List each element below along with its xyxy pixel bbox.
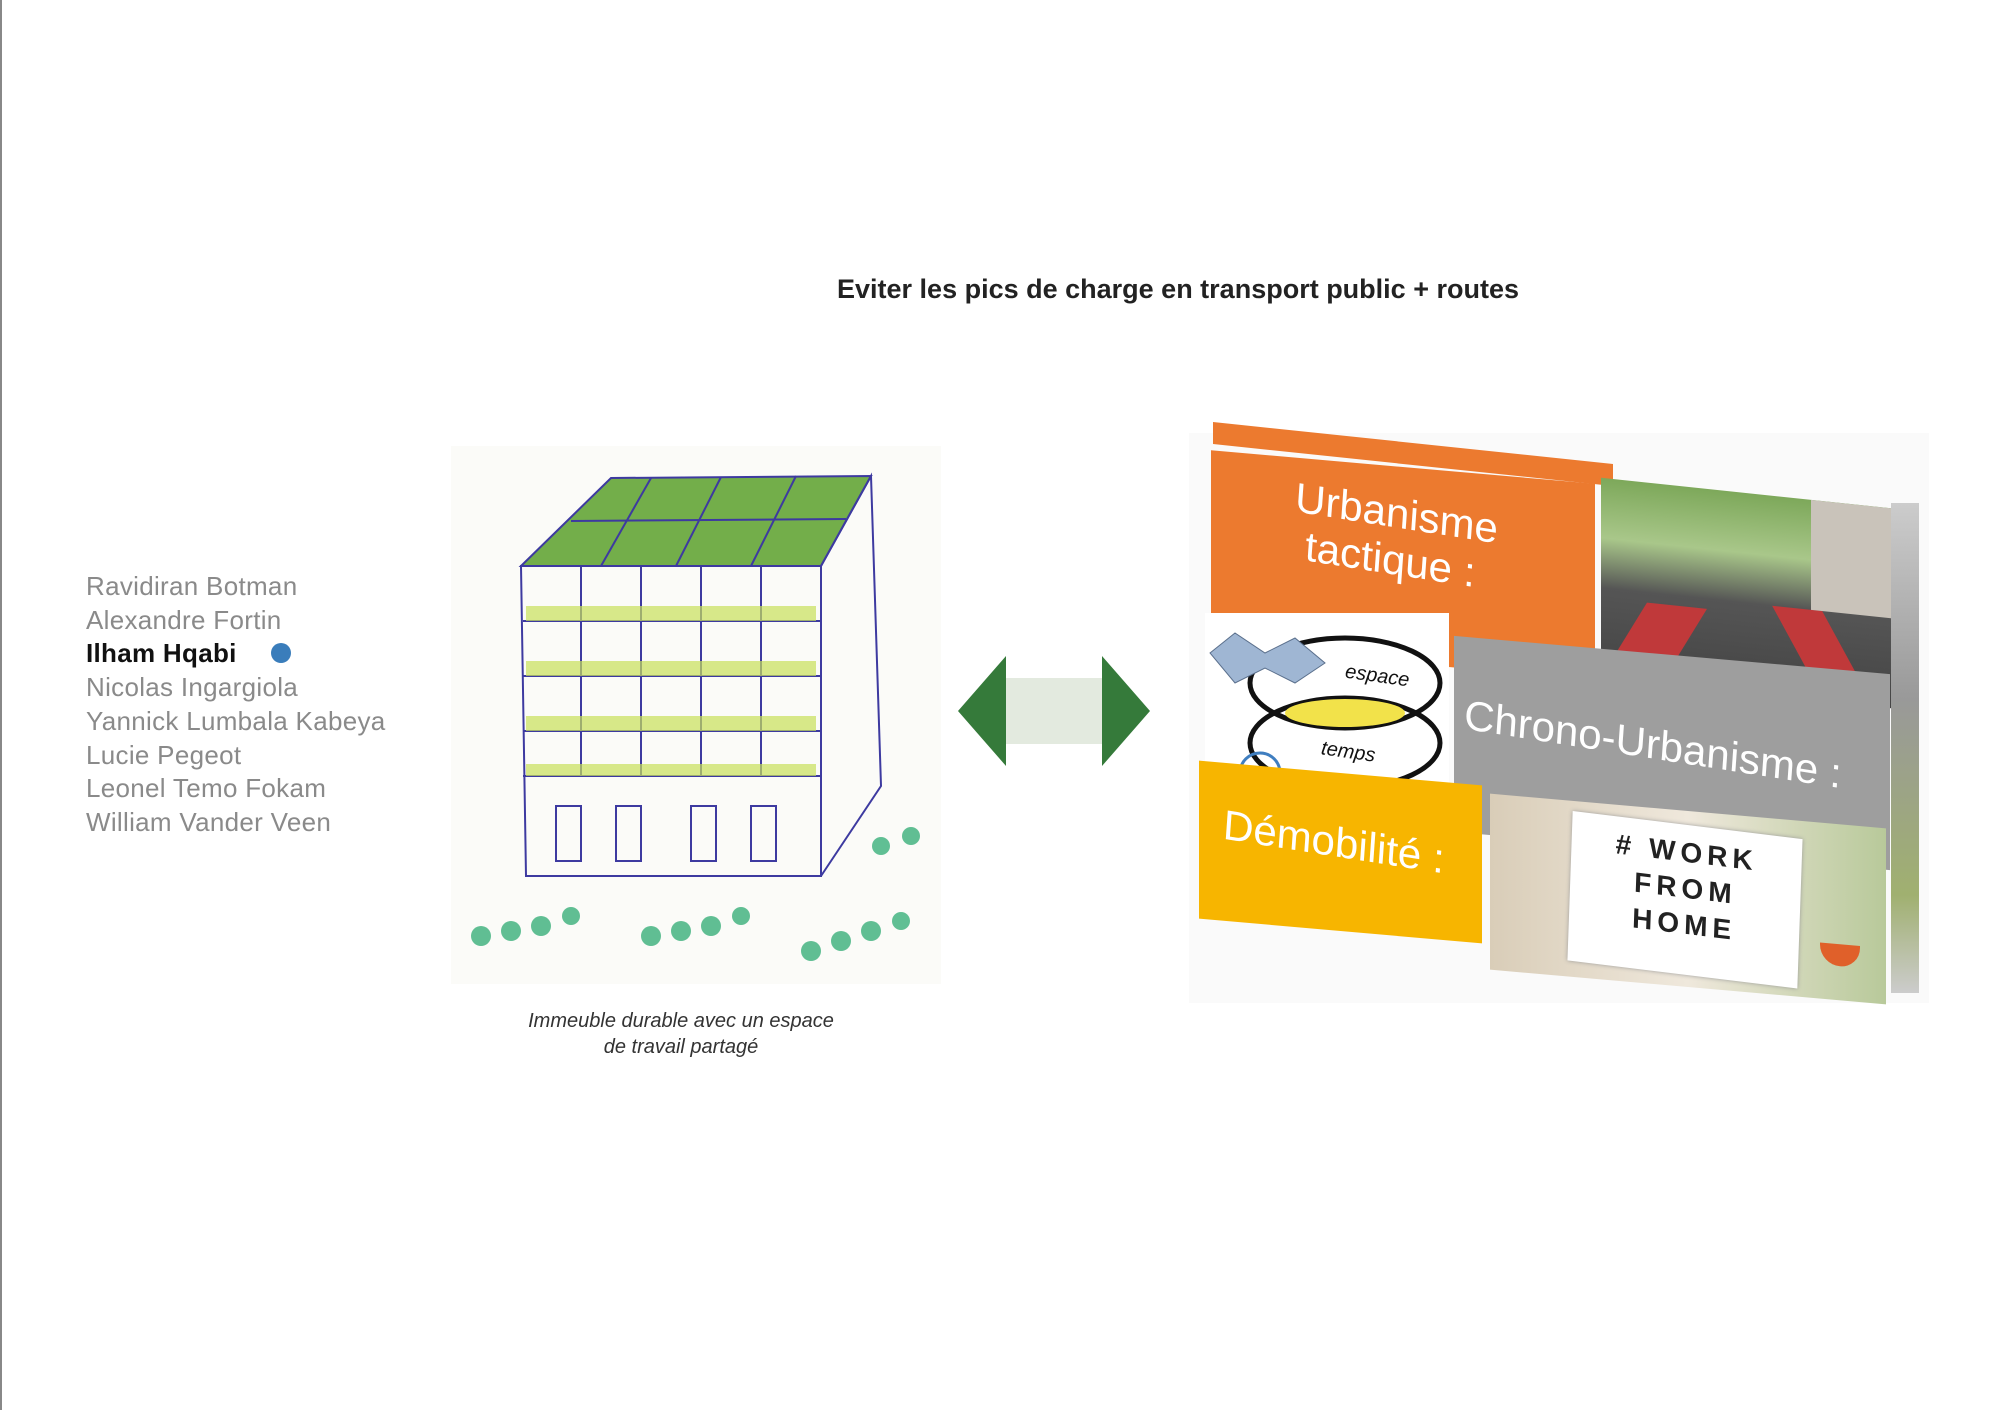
author-name: William Vander Veen (86, 806, 332, 837)
author-name: Lucie Pegeot (86, 739, 242, 770)
page-edge (0, 0, 2, 1410)
author-name-active: Ilham Hqabi (86, 637, 386, 671)
active-indicator-dot (270, 643, 291, 664)
caption-line: de travail partagé (603, 1036, 759, 1058)
author-name: Leonel Temo Fokam (86, 773, 327, 804)
building-sketch-image (451, 446, 941, 984)
author-name: Yannick Lumbala Kabeya (86, 705, 386, 736)
collage-side-face (1891, 503, 1919, 993)
figure-caption: Immeuble durable avec un espace de trava… (481, 1008, 881, 1060)
double-arrow-icon (958, 656, 1150, 771)
author-name: Ravidiran Botman (86, 571, 298, 601)
page-title: Eviter les pics de charge en transport p… (837, 274, 1519, 304)
demobilite-label: Démobilité : (1221, 800, 1447, 883)
urbanism-collage: Urbanisme tactique : espace temps Chrono… (1189, 421, 1929, 1005)
demobilite-block: Démobilité : (1199, 760, 1482, 944)
author-list: Ravidiran Botman Alexandre Fortin Ilham … (86, 570, 386, 840)
work-from-home-photo: # WORK FROM HOME (1490, 793, 1886, 1005)
chrono-urbanisme-label: Chrono-Urbanisme : (1462, 690, 1844, 797)
caption-line: Immeuble durable avec un espace (528, 1010, 834, 1032)
author-name: Alexandre Fortin (86, 604, 282, 635)
author-name-label: Ilham Hqabi (86, 638, 237, 669)
author-name: Nicolas Ingargiola (86, 672, 299, 703)
